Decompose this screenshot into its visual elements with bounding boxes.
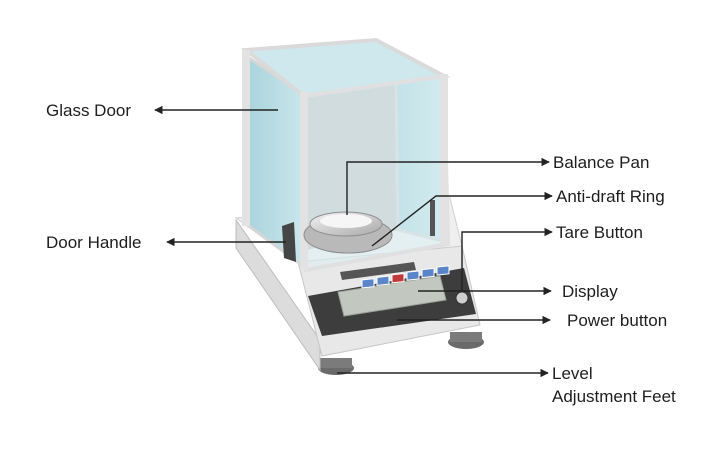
label-door-handle: Door Handle: [46, 233, 141, 252]
balance-illustration: [234, 37, 484, 375]
lcd-display: [337, 275, 447, 317]
leader-lines: [154, 105, 553, 378]
label-tare-button: Tare Button: [556, 223, 643, 242]
label-anti-draft-ring: Anti-draft Ring: [556, 187, 665, 206]
tare-button-line: [461, 227, 553, 292]
right-door-handle: [430, 200, 435, 236]
label-level-adjustment-feet-2: Adjustment Feet: [552, 387, 676, 406]
label-glass-door: Glass Door: [46, 101, 131, 120]
base-left-side: [235, 218, 321, 372]
tare-power-knob: [455, 291, 469, 305]
anti-draft-ring-line: [371, 191, 553, 247]
label-power-button: Power button: [567, 311, 667, 330]
button-row: [361, 265, 450, 289]
left-door-handle: [282, 222, 296, 262]
labels: Glass Door Door Handle Balance Pan Anti-…: [46, 101, 676, 406]
label-display: Display: [562, 282, 618, 301]
label-strip: [340, 262, 416, 280]
balance-pan-line: [346, 157, 550, 215]
label-level-adjustment-feet-1: Level: [552, 364, 593, 383]
label-balance-pan: Balance Pan: [553, 153, 649, 172]
